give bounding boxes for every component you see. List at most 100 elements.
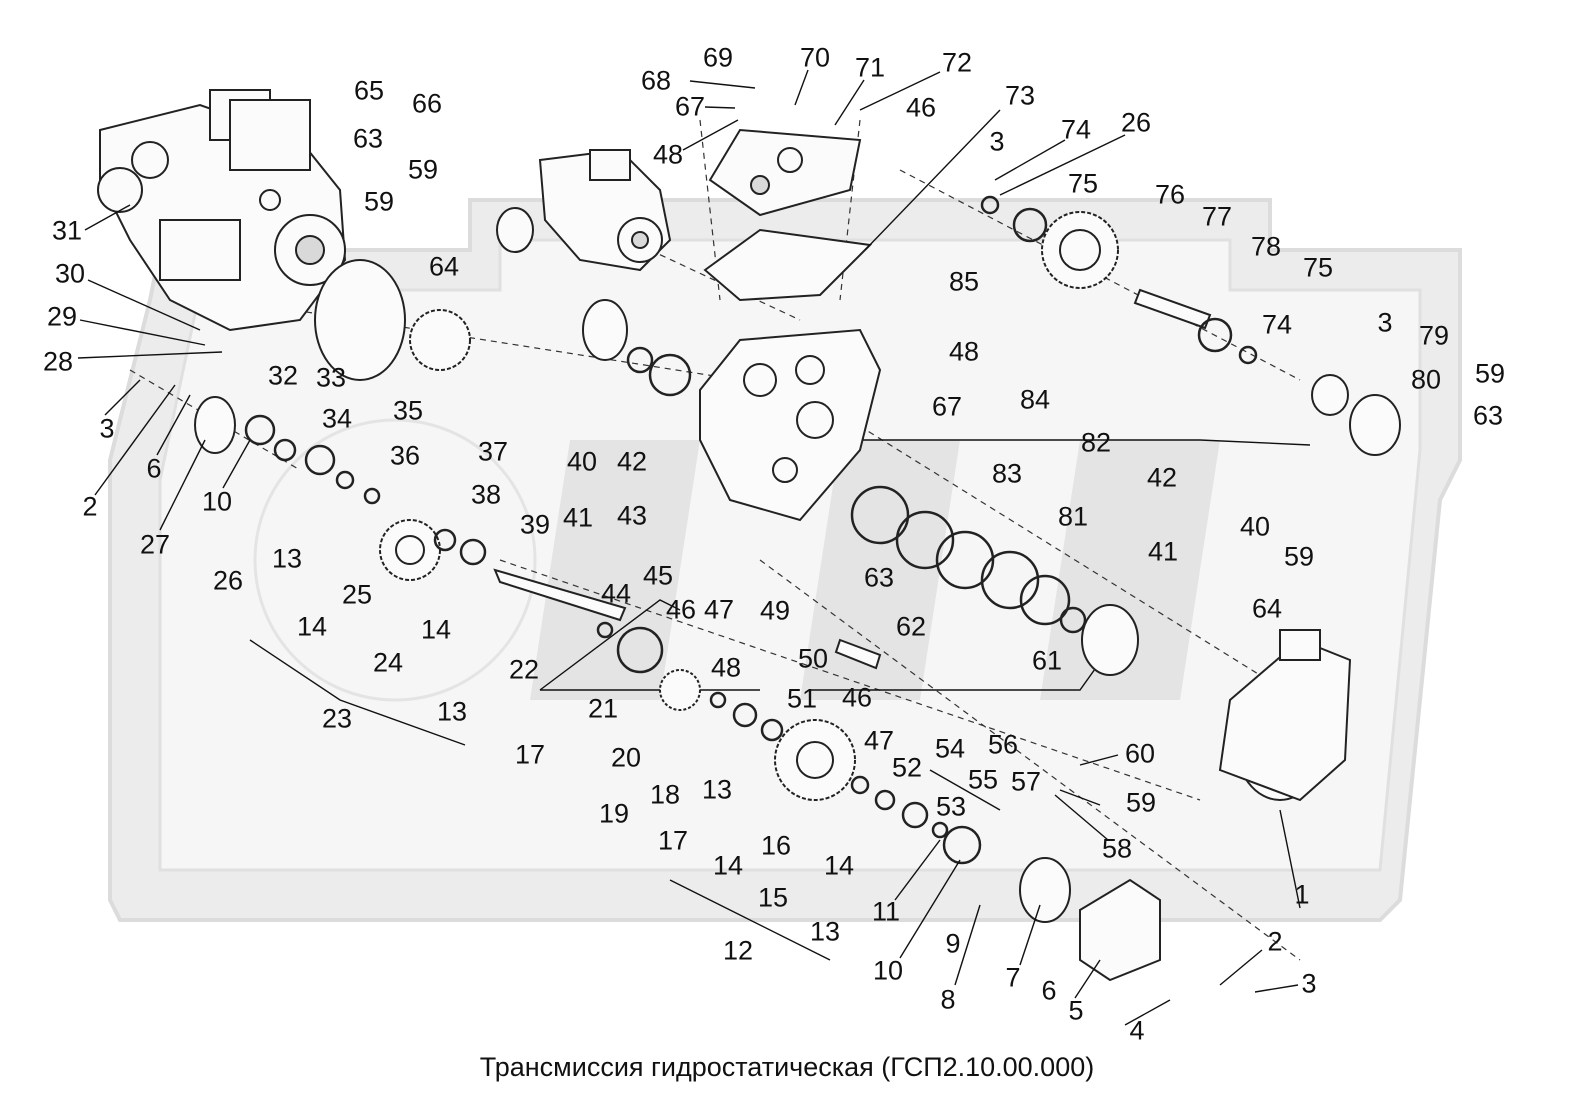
part-callout-77: 77	[1201, 201, 1233, 232]
small-pump	[538, 148, 672, 272]
part-callout-41: 41	[562, 502, 594, 533]
part-callout-58: 58	[1101, 833, 1133, 864]
part-callout-73: 73	[1004, 80, 1036, 111]
gearbox-housing	[699, 328, 882, 522]
part-callout-46: 46	[665, 594, 697, 625]
part-callout-47: 47	[703, 594, 735, 625]
part-callout-82: 82	[1080, 427, 1112, 458]
part-callout-60: 60	[1124, 738, 1156, 769]
part-callout-57: 57	[1010, 766, 1042, 797]
part-callout-18: 18	[649, 779, 681, 810]
part-callout-47: 47	[863, 725, 895, 756]
part-callout-19: 19	[598, 798, 630, 829]
part-callout-14: 14	[420, 614, 452, 645]
part-callout-38: 38	[470, 479, 502, 510]
part-callout-69: 69	[702, 42, 734, 73]
part-callout-48: 48	[710, 652, 742, 683]
part-callout-23: 23	[321, 703, 353, 734]
part-callout-59: 59	[407, 154, 439, 185]
part-callout-43: 43	[616, 500, 648, 531]
part-callout-24: 24	[372, 647, 404, 678]
part-callout-71: 71	[854, 52, 886, 83]
part-callout-32: 32	[267, 360, 299, 391]
part-callout-68: 68	[640, 65, 672, 96]
part-callout-46: 46	[905, 92, 937, 123]
part-callout-67: 67	[674, 91, 706, 122]
part-callout-34: 34	[321, 403, 353, 434]
part-callout-74: 74	[1060, 114, 1092, 145]
part-callout-59: 59	[1474, 358, 1506, 389]
part-callout-44: 44	[600, 578, 632, 609]
part-callout-8: 8	[940, 984, 956, 1015]
shafts	[493, 288, 1212, 670]
part-callout-63: 63	[352, 123, 384, 154]
part-callout-35: 35	[392, 395, 424, 426]
part-callout-13: 13	[271, 543, 303, 574]
part-callout-79: 79	[1418, 320, 1450, 351]
bearings-and-rings	[244, 195, 1258, 865]
top-cover-73	[703, 128, 873, 302]
part-callout-17: 17	[657, 825, 689, 856]
watermark-inner-frame	[158, 238, 1422, 872]
part-callout-14: 14	[823, 850, 855, 881]
part-callout-25: 25	[341, 579, 373, 610]
part-callout-83: 83	[991, 458, 1023, 489]
part-callout-3: 3	[1377, 307, 1393, 338]
part-callout-50: 50	[797, 643, 829, 674]
part-callout-6: 6	[146, 453, 162, 484]
axis-line	[699, 119, 721, 301]
part-callout-55: 55	[967, 764, 999, 795]
part-callout-48: 48	[652, 139, 684, 170]
part-callout-21: 21	[587, 693, 619, 724]
part-callout-20: 20	[610, 742, 642, 773]
part-callout-63: 63	[863, 562, 895, 593]
part-callout-22: 22	[508, 654, 540, 685]
axis-line	[759, 559, 1301, 961]
hydraulic-pump-31	[97, 89, 347, 332]
part-callout-61: 61	[1031, 645, 1063, 676]
part-callout-45: 45	[642, 560, 674, 591]
part-callout-74: 74	[1261, 309, 1293, 340]
part-callout-3: 3	[99, 413, 115, 444]
part-callout-80: 80	[1410, 364, 1442, 395]
part-callout-66: 66	[411, 88, 443, 119]
part-callout-75: 75	[1302, 252, 1334, 283]
part-callout-81: 81	[1057, 501, 1089, 532]
part-callout-26: 26	[1120, 107, 1152, 138]
part-callout-40: 40	[1239, 511, 1271, 542]
gears	[379, 211, 1119, 801]
part-callout-13: 13	[809, 916, 841, 947]
part-callout-64: 64	[428, 251, 460, 282]
part-callout-6: 6	[1041, 975, 1057, 1006]
group-bracket-23	[249, 639, 466, 746]
part-callout-76: 76	[1154, 179, 1186, 210]
watermark-circle	[253, 418, 537, 702]
part-callout-10: 10	[201, 486, 233, 517]
part-callout-13: 13	[436, 696, 468, 727]
part-callout-64: 64	[1251, 593, 1283, 624]
part-callout-41: 41	[1147, 536, 1179, 567]
part-callout-26: 26	[212, 565, 244, 596]
part-callout-10: 10	[872, 955, 904, 986]
part-callout-2: 2	[82, 491, 98, 522]
watermark-letter-shape	[800, 440, 960, 700]
watermark	[108, 198, 1462, 922]
part-callout-29: 29	[46, 301, 78, 332]
part-callout-59: 59	[363, 186, 395, 217]
part-callout-7: 7	[1005, 962, 1021, 993]
part-callout-63: 63	[1472, 400, 1504, 431]
part-callout-42: 42	[616, 446, 648, 477]
part-callout-3: 3	[989, 126, 1005, 157]
part-callout-49: 49	[759, 595, 791, 626]
part-callout-3: 3	[1301, 968, 1317, 999]
part-callout-67: 67	[931, 391, 963, 422]
part-callout-46: 46	[841, 682, 873, 713]
part-callout-65: 65	[353, 75, 385, 106]
part-callout-11: 11	[871, 896, 901, 927]
part-callout-13: 13	[701, 774, 733, 805]
part-callout-30: 30	[54, 258, 86, 289]
axis-line	[229, 299, 741, 381]
part-callout-40: 40	[566, 446, 598, 477]
